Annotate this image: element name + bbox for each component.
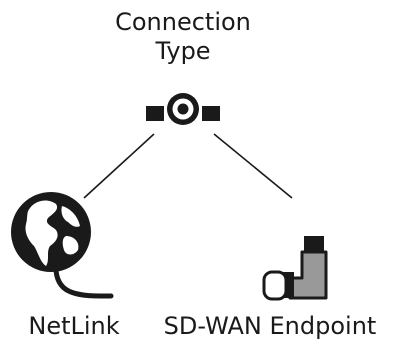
root-label-line2: Type <box>155 37 211 65</box>
globe-plug-icon <box>11 192 114 299</box>
connector-icon <box>146 93 220 125</box>
root-node-label: Connection Type <box>98 8 268 66</box>
edge-root-to-netlink <box>83 133 155 199</box>
edge-root-to-sdwan <box>213 133 293 199</box>
network-adapter-icon <box>262 236 328 301</box>
root-label-line1: Connection <box>115 8 251 36</box>
sdwan-endpoint-node-label: SD-WAN Endpoint <box>163 312 377 340</box>
netlink-node-label: NetLink <box>28 312 120 340</box>
